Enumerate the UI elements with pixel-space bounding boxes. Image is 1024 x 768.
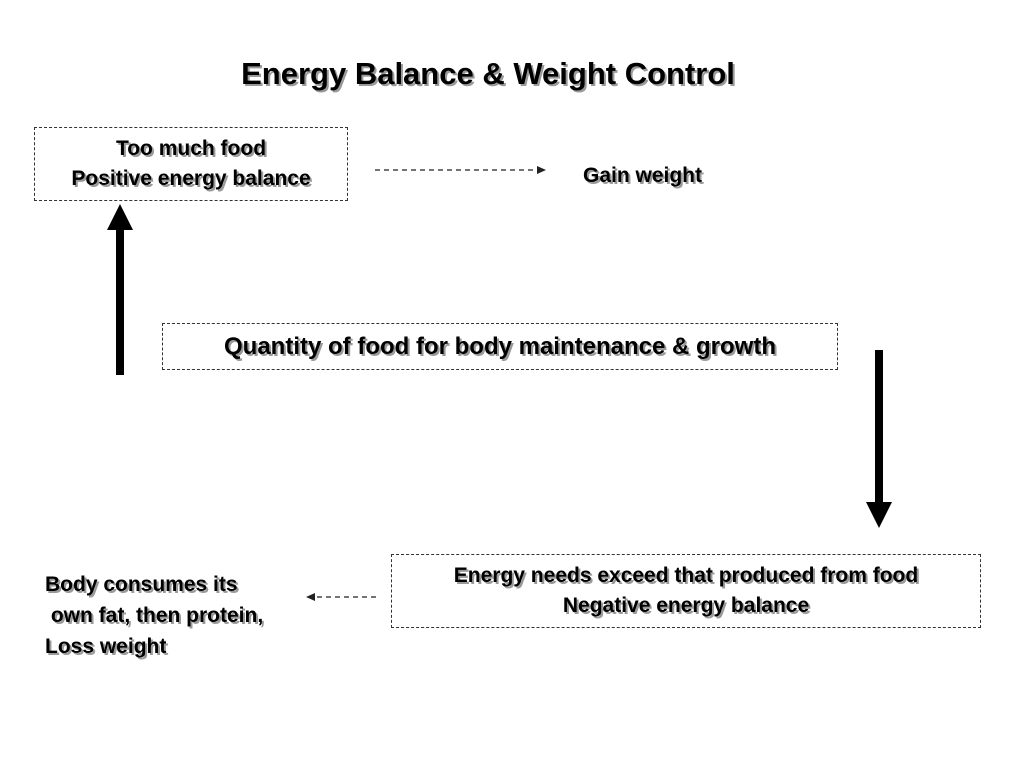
page-title: Energy Balance & Weight Control <box>241 56 735 91</box>
energy-deficit-box: Energy needs exceed that produced from f… <box>391 554 981 628</box>
arrow-down-icon <box>866 350 892 528</box>
gain-weight-label: Gain weight <box>583 164 703 187</box>
dashed-arrow-left-icon <box>306 593 376 601</box>
dashed-arrow-right-icon <box>375 166 546 174</box>
too-much-food-box: Too much food Positive energy balance <box>34 127 348 201</box>
maintenance-label: Quantity of food for body maintenance & … <box>224 332 776 360</box>
loss-line-1: Body consumes its <box>45 573 238 596</box>
energy-deficit-label: Energy needs exceed that produced from f… <box>453 564 919 587</box>
loss-weight-text: Body consumes its own fat, then protein,… <box>45 569 263 662</box>
negative-balance-label: Negative energy balance <box>562 594 810 617</box>
loss-line-2: own fat, then protein, <box>45 604 264 627</box>
maintenance-box: Quantity of food for body maintenance & … <box>162 323 838 370</box>
positive-balance-label: Positive energy balance <box>71 167 311 190</box>
too-much-food-label: Too much food <box>115 137 267 160</box>
loss-line-3: Loss weight <box>45 635 167 658</box>
arrow-up-icon <box>107 204 133 375</box>
